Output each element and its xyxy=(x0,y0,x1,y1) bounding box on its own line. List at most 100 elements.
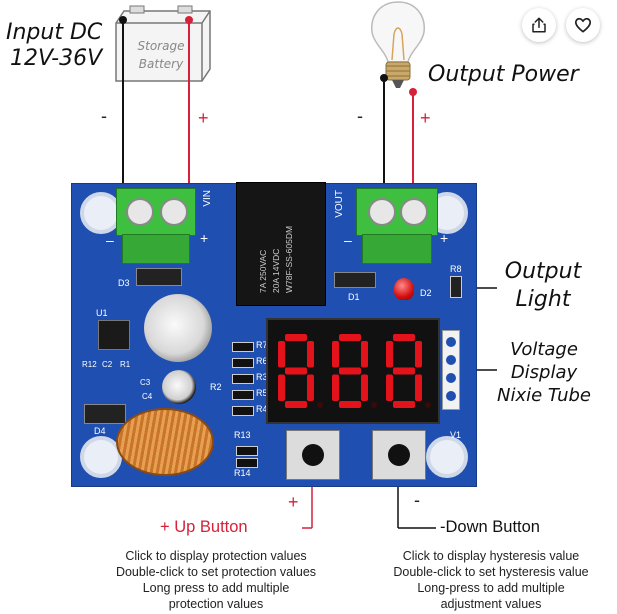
ref-r12: R12 xyxy=(82,360,97,369)
output-light-line1: Output xyxy=(504,259,582,284)
input-plus: + xyxy=(198,108,209,128)
output-light-label: Output Light xyxy=(500,258,586,314)
vout-plus: + xyxy=(440,230,449,246)
resistor xyxy=(232,342,254,352)
relay: 7A 250VAC 20A 14VDC W78F-SS-605DM xyxy=(236,182,326,306)
vin-label: VIN xyxy=(202,190,213,207)
ref-r13: R13 xyxy=(234,430,251,440)
ref-r14: R14 xyxy=(234,468,251,478)
down-button[interactable] xyxy=(372,430,426,480)
light-bulb xyxy=(366,0,430,96)
resistor xyxy=(232,374,254,384)
down-desc-line: adjustment values xyxy=(440,597,542,611)
up-plus-mark: + xyxy=(288,492,299,512)
up-desc-line: Double-click to set protection values xyxy=(115,565,317,579)
input-minus: - xyxy=(101,106,107,126)
ref-r3: R3 xyxy=(256,372,268,382)
mount-hole xyxy=(80,436,122,478)
up-desc-line: Long press to add multiple xyxy=(142,581,290,595)
digit-segment xyxy=(393,334,415,341)
share-button[interactable] xyxy=(522,8,556,42)
digit-segment xyxy=(307,374,314,401)
relay-line: W78F-SS-605DM xyxy=(284,225,294,293)
output-terminal-block xyxy=(356,188,438,264)
pcb-board: VIN – + 7A 250VAC 20A 14VDC W78F-SS-605D… xyxy=(71,182,477,487)
digit-segment xyxy=(393,367,415,375)
mount-hole xyxy=(426,436,468,478)
decimal-point xyxy=(425,402,431,408)
diode-d1 xyxy=(334,272,376,288)
digit-segment xyxy=(285,401,307,408)
digit-segment xyxy=(415,374,422,401)
output-light-line2: Light xyxy=(515,287,571,312)
vout-minus: – xyxy=(344,232,352,248)
input-terminal-block xyxy=(116,188,196,264)
diode-d3 xyxy=(136,268,182,286)
down-desc-line: Click to display hysteresis value xyxy=(402,549,580,563)
digit-segment xyxy=(332,374,339,401)
ref-d1: D1 xyxy=(348,292,360,302)
chip-u1 xyxy=(98,320,130,350)
ref-r7: R7 xyxy=(256,340,268,350)
digit-segment xyxy=(285,367,307,375)
digit-segment xyxy=(386,341,393,368)
digit-segment xyxy=(415,341,422,368)
relay-line: 7A 250VAC xyxy=(258,249,268,293)
up-button-description: Click to display protection values Doubl… xyxy=(105,548,327,612)
down-button-label: -Down Button xyxy=(440,518,540,536)
down-minus-mark: - xyxy=(414,490,420,510)
resistor xyxy=(232,390,254,400)
digit-segment xyxy=(339,334,361,341)
ref-c2: C2 xyxy=(102,360,113,369)
inductor xyxy=(116,408,214,476)
diode-d4 xyxy=(84,404,126,424)
digit-segment xyxy=(386,374,393,401)
up-button[interactable] xyxy=(286,430,340,480)
ref-d3: D3 xyxy=(118,278,130,288)
digit-segment xyxy=(361,341,368,368)
ref-r2: R2 xyxy=(210,382,222,392)
output-minus: - xyxy=(357,106,363,126)
ref-r8: R8 xyxy=(450,264,462,274)
down-desc-line: Double-click to set hysteresis value xyxy=(393,565,589,579)
storage-line2: Battery xyxy=(138,57,184,71)
decimal-point xyxy=(371,402,377,408)
up-desc-line: Click to display protection values xyxy=(125,549,307,563)
voltage-display-line1: Voltage xyxy=(510,339,578,360)
capacitor-small xyxy=(162,370,196,404)
relay-line: 20A 14VDC xyxy=(271,248,281,293)
ref-u1: U1 xyxy=(96,308,108,318)
ref-r5: R5 xyxy=(256,388,268,398)
vin-plus: + xyxy=(200,230,209,246)
voltage-display-line2: Display xyxy=(510,362,578,383)
voltage-display-label: Voltage Display Nixie Tube xyxy=(496,338,592,407)
ref-c4: C4 xyxy=(142,392,153,401)
favorite-button[interactable] xyxy=(566,8,600,42)
vout-label: VOUT xyxy=(334,190,345,218)
storage-battery: Storage Battery xyxy=(112,5,216,85)
up-desc-line: protection values xyxy=(168,597,264,611)
storage-line1: Storage xyxy=(137,39,185,53)
digit-segment xyxy=(332,341,339,368)
digit-segment xyxy=(285,334,307,341)
resistor xyxy=(236,446,258,456)
ref-d2: D2 xyxy=(420,288,432,298)
ref-r1: R1 xyxy=(120,360,131,369)
voltage-display-line3: Nixie Tube xyxy=(496,385,591,406)
seven-segment-digits xyxy=(278,334,431,408)
share-icon xyxy=(532,17,546,33)
voltage-display xyxy=(266,318,440,424)
digit-segment xyxy=(361,374,368,401)
input-dc-line2: 12V-36V xyxy=(10,46,103,71)
down-button-description: Click to display hysteresis value Double… xyxy=(380,548,602,612)
digit-segment xyxy=(339,367,361,375)
resistor-r8 xyxy=(450,276,462,298)
digit-segment xyxy=(278,374,285,401)
resistor xyxy=(232,358,254,368)
ref-r6: R6 xyxy=(256,356,268,366)
digit-segment xyxy=(278,341,285,368)
output-power-label: Output Power xyxy=(428,62,579,87)
ref-d4: D4 xyxy=(94,426,106,436)
input-dc-line1: Input DC xyxy=(6,20,103,45)
